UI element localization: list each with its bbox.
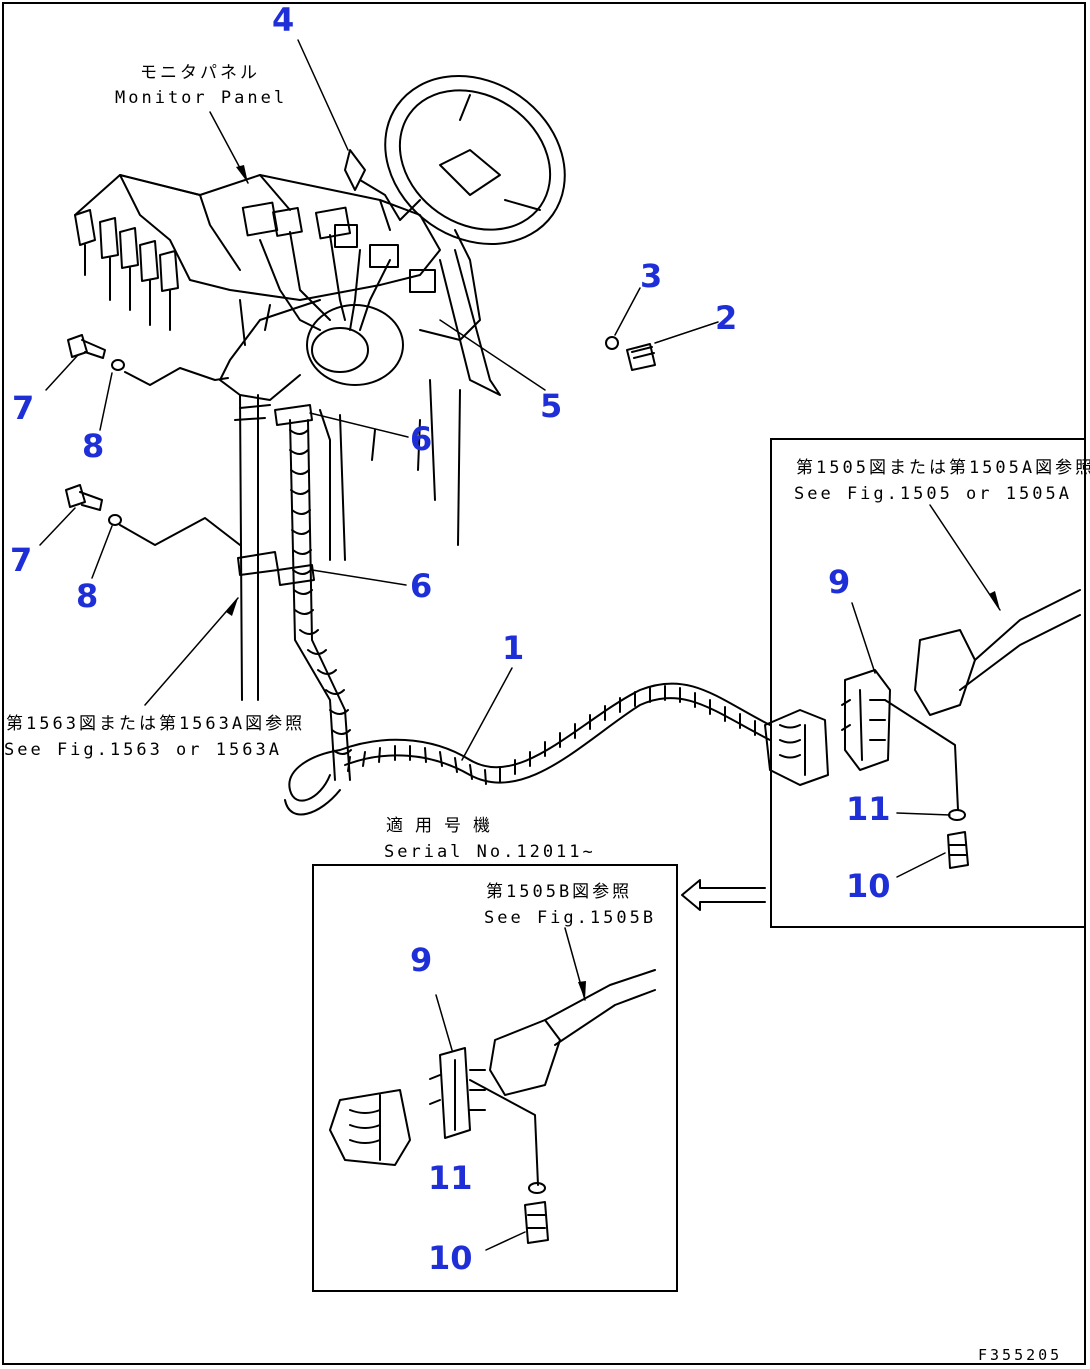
reference-1563-en: See Fig.1563 or 1563A bbox=[4, 740, 282, 760]
steering-wheel bbox=[384, 75, 566, 341]
callout-2: 2 bbox=[715, 299, 738, 337]
callout-11-lower: 11 bbox=[428, 1159, 473, 1197]
connector-lower bbox=[329, 969, 656, 1244]
serial-label-jp: 適用号機 bbox=[386, 816, 502, 836]
washer-3 bbox=[605, 336, 619, 350]
harness-bundle bbox=[219, 231, 404, 401]
bolt-2 bbox=[626, 343, 656, 371]
bolt-7-lower bbox=[65, 484, 103, 511]
reference-1563-jp: 第1563図または第1563A図参照 bbox=[6, 714, 306, 734]
clamp-6-upper bbox=[234, 404, 313, 426]
callout-8-upper: 8 bbox=[82, 427, 105, 465]
detail-box-lower bbox=[312, 864, 678, 1292]
callout-7-lower: 7 bbox=[10, 541, 33, 579]
monitor-panel-label-en: Monitor Panel bbox=[115, 88, 288, 108]
callout-3: 3 bbox=[640, 257, 663, 295]
clamp-6-lower bbox=[237, 551, 315, 586]
callout-9-lower: 9 bbox=[410, 941, 433, 979]
washer-8-lower bbox=[108, 514, 241, 546]
callout-8-lower: 8 bbox=[76, 577, 99, 615]
callout-7-upper: 7 bbox=[12, 389, 35, 427]
callout-5: 5 bbox=[540, 387, 563, 425]
hollow-arrow bbox=[681, 879, 766, 911]
reference-1505b-jp: 第1505B図参照 bbox=[486, 882, 633, 902]
serial-label-en: Serial No.12011~ bbox=[384, 842, 596, 862]
monitor-panel-label-jp: モニタパネル bbox=[140, 63, 260, 83]
reference-1505b-en: See Fig.1505B bbox=[484, 908, 657, 928]
washer-8-upper bbox=[111, 359, 229, 386]
callout-1: 1 bbox=[502, 629, 525, 667]
arrowheads bbox=[226, 165, 1000, 1000]
callout-6-upper: 6 bbox=[410, 420, 433, 458]
callout-10-right: 10 bbox=[846, 867, 891, 905]
main-harness bbox=[284, 682, 771, 816]
callout-4: 4 bbox=[272, 1, 295, 39]
reference-1505-en: See Fig.1505 or 1505A bbox=[794, 484, 1072, 504]
reference-1505-jp: 第1505図または第1505A図参照 bbox=[796, 458, 1090, 478]
switch-block bbox=[74, 174, 201, 331]
drawing-number: F355205 bbox=[978, 1346, 1063, 1364]
vertical-harness bbox=[239, 394, 376, 781]
callout-9-right: 9 bbox=[828, 563, 851, 601]
bolt-7-upper bbox=[67, 334, 106, 359]
detail-box-right bbox=[770, 438, 1086, 928]
callout-6-lower: 6 bbox=[410, 567, 433, 605]
callout-10-lower: 10 bbox=[428, 1239, 473, 1277]
steering-column bbox=[417, 249, 501, 546]
monitor-panel bbox=[119, 149, 441, 301]
callout-11-right: 11 bbox=[846, 790, 891, 828]
leader-lines bbox=[39, 39, 1001, 1251]
